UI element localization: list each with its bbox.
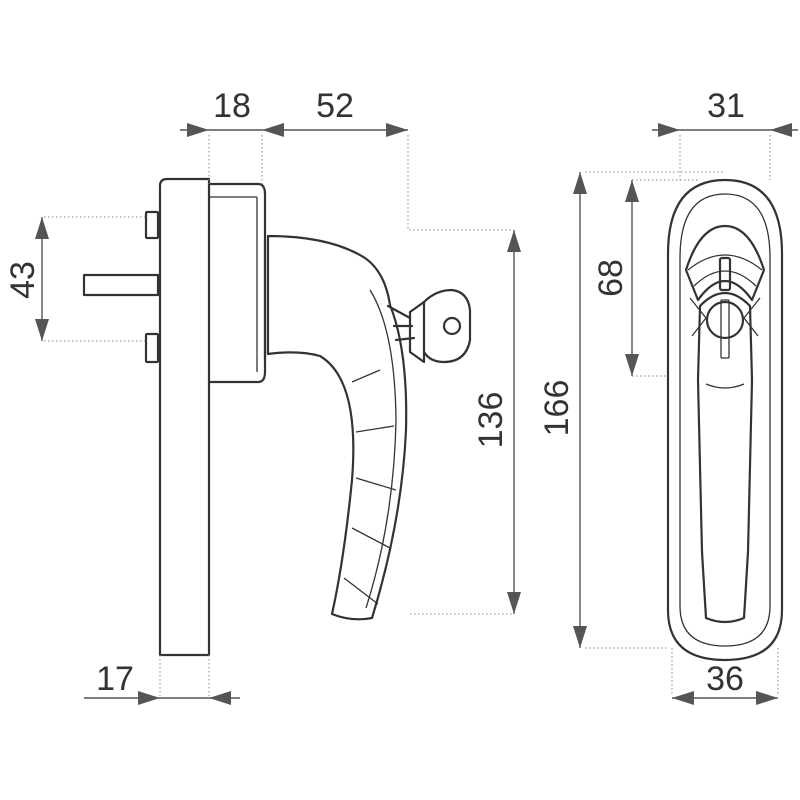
rose-inner xyxy=(679,193,771,647)
base-plate xyxy=(158,177,211,657)
dim-label-36: 36 xyxy=(706,660,744,698)
cylinder-wing-left xyxy=(689,297,707,337)
fixing-pin-top xyxy=(144,210,160,240)
key-slot xyxy=(720,299,730,359)
spindle xyxy=(82,273,160,297)
side-view xyxy=(82,177,472,657)
dim-label-17: 17 xyxy=(96,660,134,698)
keyhole-slot xyxy=(718,256,732,292)
handle-lever xyxy=(266,234,408,621)
handle-shank xyxy=(696,292,754,624)
dimension-labels: 18 52 31 17 36 43 136 166 68 xyxy=(4,87,745,698)
key-shoulder xyxy=(408,300,426,364)
front-view xyxy=(666,178,784,662)
dim-label-52: 52 xyxy=(316,87,354,125)
dim-label-166: 166 xyxy=(538,380,576,437)
grip-groove-1 xyxy=(351,369,381,383)
extension-lines xyxy=(44,135,779,696)
key-bow xyxy=(422,288,472,364)
dimension-lines xyxy=(35,123,798,705)
dim-label-43: 43 xyxy=(4,261,42,299)
cylinder-face xyxy=(705,300,745,340)
dim-label-136: 136 xyxy=(472,392,510,449)
handle-collar xyxy=(687,254,763,287)
grip-groove-2 xyxy=(355,425,395,433)
key-hole xyxy=(442,316,462,336)
fixing-pin-bottom xyxy=(144,332,160,364)
key xyxy=(386,288,472,364)
rose-step xyxy=(209,196,258,372)
dim-label-31: 31 xyxy=(707,87,745,125)
dim-label-18: 18 xyxy=(213,87,251,125)
grip-groove-3 xyxy=(355,477,397,491)
dim-label-68: 68 xyxy=(592,259,630,297)
rose-outer xyxy=(666,178,784,662)
handle-inner-edge xyxy=(365,289,397,609)
grip-groove-5 xyxy=(343,577,379,605)
handle-shank-taper xyxy=(705,383,745,389)
grip-groove-4 xyxy=(351,527,391,549)
cylinder-wing-right xyxy=(743,297,761,337)
